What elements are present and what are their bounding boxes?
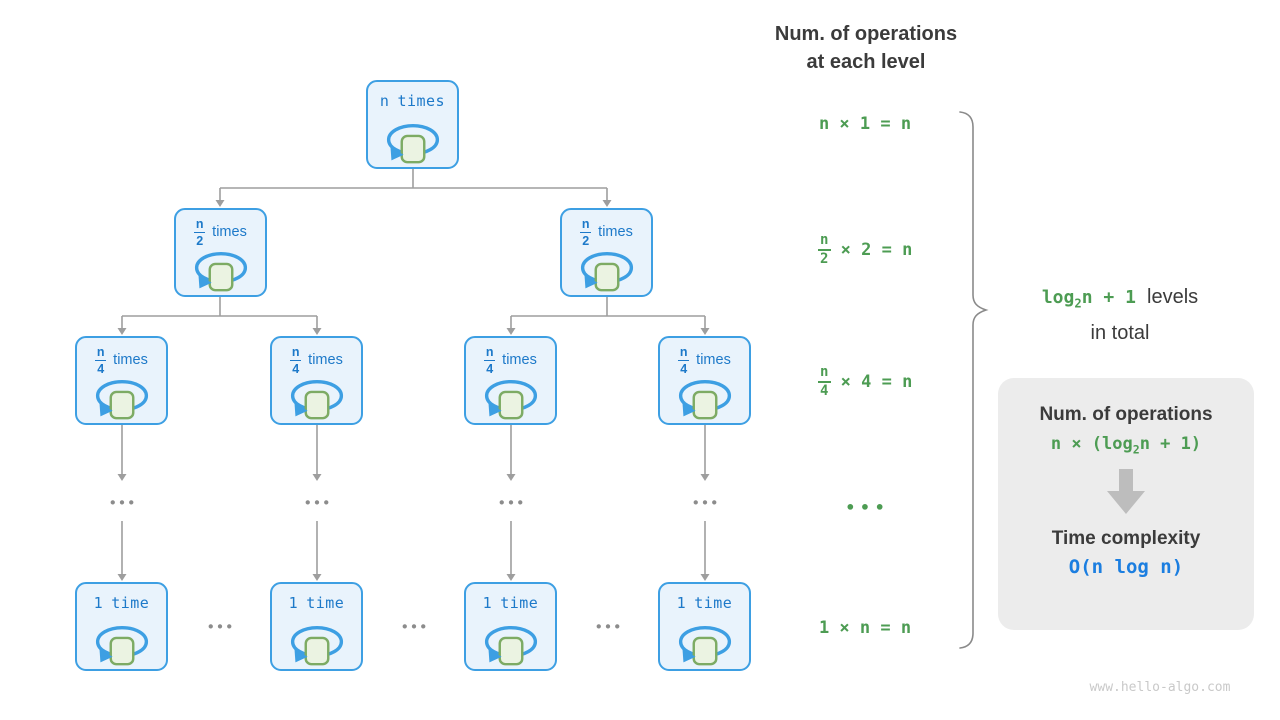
loop-icon [284,622,350,667]
levels-total-line1: log2n + 1 levels [1000,283,1240,319]
formula-level-1: n × 1 = n [818,114,912,134]
node-word: times [113,352,148,369]
node-word: times [696,352,731,369]
node-word: times [212,224,247,241]
levels-formula: log2n + 1 [1041,287,1136,311]
node-word: times [397,92,446,110]
loop-icon [89,376,155,421]
summary-box: Num. of operations n × (log2n + 1) Time … [998,378,1254,630]
formula-level-n: 1 × n = n [818,618,912,638]
row-ellipsis: ••• [208,618,236,636]
row-ellipsis: ••• [596,618,624,636]
column-ellipsis: ••• [693,494,721,512]
summary-tc-value: O(n log n) [1068,556,1184,579]
loop-icon [672,376,738,421]
loop-icon [672,622,738,667]
loop-icon [574,248,640,293]
node-word: times [598,224,633,241]
row-ellipsis: ••• [402,618,430,636]
formula-ellipsis: ••• [845,497,890,517]
summary-tc-title: Time complexity [1051,528,1201,550]
loop-icon [89,622,155,667]
operations-header-line2: at each level [806,51,926,73]
operations-header-line1: Num. of operations [774,23,958,45]
column-ellipsis: ••• [110,494,138,512]
column-ellipsis: ••• [305,494,333,512]
levels-total-label: log2n + 1 levels in total [1000,283,1240,348]
summary-ops-formula: n × (log2n + 1) [1050,434,1202,457]
node-count: n [379,92,390,110]
loop-icon [478,622,544,667]
loop-icon [284,376,350,421]
summary-ops-title: Num. of operations [1039,404,1213,425]
loop-icon [380,120,446,165]
loop-icon [478,376,544,421]
node-word: times [308,352,343,369]
column-ellipsis: ••• [499,494,527,512]
levels-total-line2: in total [1090,321,1150,344]
down-arrow-icon [1107,469,1145,515]
loop-icon [188,248,254,293]
node-word: times [502,352,537,369]
operations-header: Num. of operations at each level [730,20,1002,76]
watermark: www.hello-algo.com [1089,680,1231,695]
levels-word: levels [1147,286,1199,308]
